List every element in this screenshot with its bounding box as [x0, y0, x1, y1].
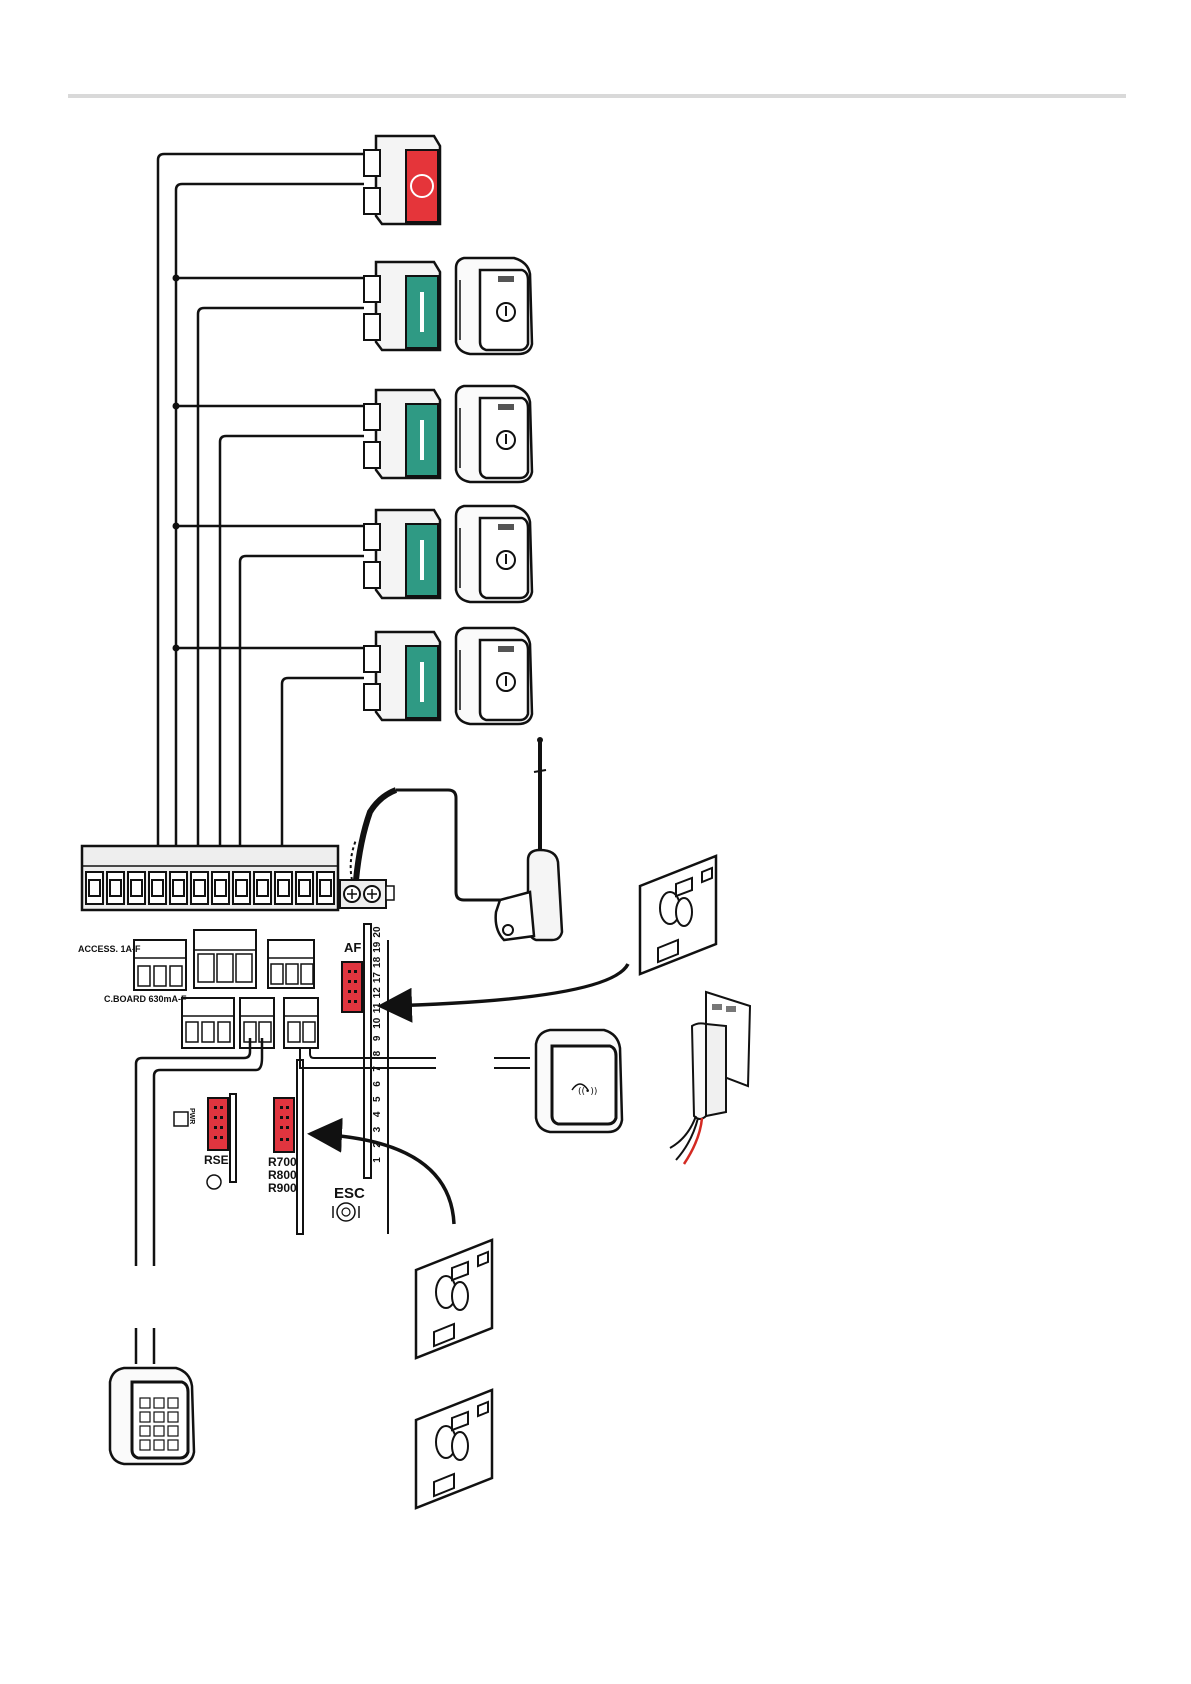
access-fuse-label: ACCESS. 1A-F [78, 944, 141, 954]
keypad-wires [136, 1038, 262, 1364]
relay-terminal [268, 940, 314, 988]
terminal-screw [236, 880, 247, 896]
terminal-screw [131, 880, 142, 896]
terminal-screw [257, 880, 268, 896]
terminal-screw [89, 880, 100, 896]
reader-wires [300, 1048, 530, 1068]
key-selector-icon [456, 386, 532, 482]
pin-number: 9 [372, 1035, 383, 1041]
r700-connector [274, 1098, 294, 1152]
pwr-label: PWR [188, 1108, 195, 1124]
terminal-screw [299, 880, 310, 896]
terminal-screw [152, 880, 163, 896]
esc-label: ESC [334, 1185, 365, 1202]
access-fuse-holder [134, 940, 186, 990]
rse-label: RSE [204, 1153, 229, 1167]
esc-button [333, 1203, 359, 1221]
reader-terminal [284, 998, 318, 1048]
start-pushbutton-icon [364, 390, 440, 478]
r900-label: R900 [268, 1181, 297, 1195]
terminal-screw [173, 880, 184, 896]
rse-connector [208, 1098, 228, 1150]
terminal-screw [110, 880, 121, 896]
pin-number: 11 [372, 1002, 383, 1013]
cboard-fuse-label: C.BOARD 630mA-F [104, 994, 187, 1004]
card-slot-left [297, 1060, 303, 1234]
board-hole [207, 1175, 221, 1189]
r800-label: R800 [268, 1168, 297, 1182]
pin-number: 12 [372, 987, 383, 999]
rse-slot [230, 1094, 236, 1182]
pin-number: 6 [372, 1081, 383, 1087]
key-selector-icon [456, 628, 532, 724]
terminal-screw [320, 880, 331, 896]
start-pushbutton-icon [364, 510, 440, 598]
pin-number: 17 [372, 972, 383, 984]
transponder-reader-icon: ((•)) [536, 1030, 622, 1132]
terminal-screw [278, 880, 289, 896]
pin-number: 20 [372, 926, 383, 938]
stop-pushbutton-icon [364, 136, 440, 224]
af-label: AF [344, 940, 361, 955]
af-connector [342, 962, 362, 1012]
key-selector-icon [456, 258, 532, 354]
control-wires [158, 154, 364, 846]
pin-number: 19 [372, 941, 383, 953]
keypad-selector-icon [110, 1368, 194, 1464]
start-pushbutton-icon [364, 262, 440, 350]
svg-text:((•)): ((•)) [578, 1087, 597, 1097]
af-insertion-arrow [384, 964, 628, 1006]
pin-number: 10 [372, 1017, 383, 1029]
pin-number: 5 [372, 1096, 383, 1102]
receiver-card-icon [416, 1240, 492, 1358]
pin-number: 18 [372, 956, 383, 968]
r700-label: R700 [268, 1155, 297, 1169]
start-pushbutton-icon [364, 632, 440, 720]
pin-number: 1 [372, 1157, 383, 1163]
cboard-fuse-holder [194, 930, 256, 988]
pin-number: 4 [372, 1111, 383, 1117]
radio-antenna-icon [496, 737, 562, 940]
pin-number: 8 [372, 1050, 383, 1056]
keypad-terminal [240, 998, 274, 1048]
receiver-card-icon [416, 1390, 492, 1508]
antenna-terminal [340, 880, 394, 908]
magnetic-card-reader-icon [670, 992, 750, 1164]
terminal-screw [194, 880, 205, 896]
terminal-block [82, 846, 338, 910]
terminal-screw [215, 880, 226, 896]
key-selector-icon [456, 506, 532, 602]
receiver-card-icon [640, 856, 716, 974]
power-terminal [182, 998, 234, 1048]
pwr-led [174, 1112, 188, 1126]
r700-insertion-arrow [314, 1134, 454, 1224]
pin-number: 3 [372, 1126, 383, 1132]
